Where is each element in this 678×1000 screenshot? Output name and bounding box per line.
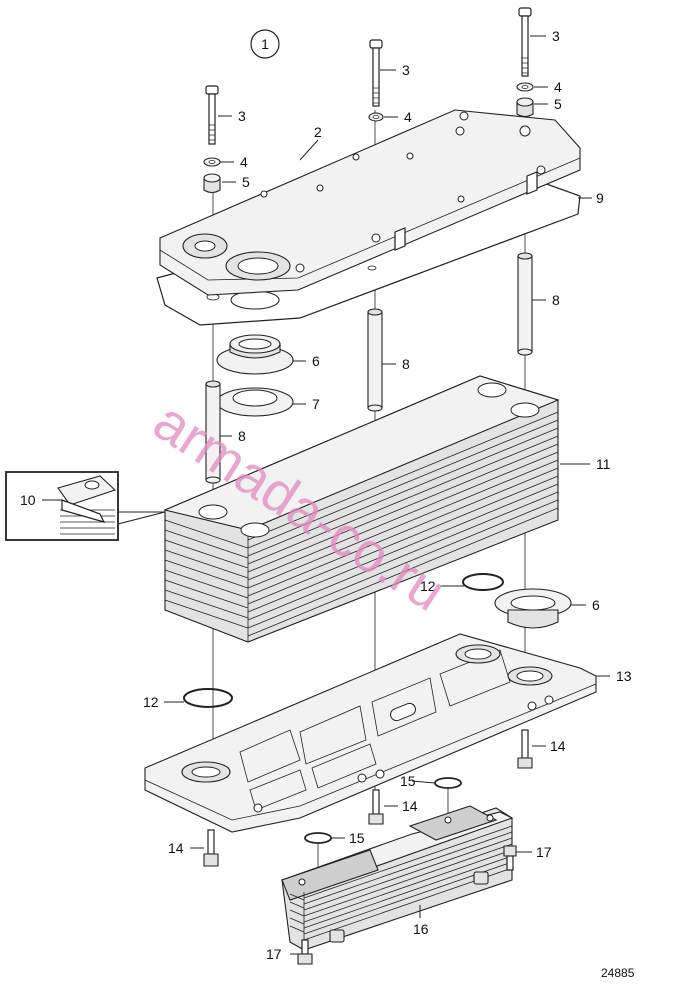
callout-17-right: 17 bbox=[536, 844, 552, 860]
tube-middle bbox=[367, 308, 383, 412]
callout-16: 16 bbox=[413, 921, 429, 937]
bolt-14-left bbox=[203, 829, 219, 867]
callout-14-middle: 14 bbox=[402, 798, 418, 814]
callout-5-right: 5 bbox=[554, 96, 562, 112]
callout-5-left: 5 bbox=[242, 174, 250, 190]
o-ring-12-left bbox=[183, 688, 233, 708]
spacer-right bbox=[516, 97, 534, 118]
callout-8-right: 8 bbox=[552, 292, 560, 308]
callout-14-left: 14 bbox=[168, 840, 184, 856]
callout-4-left: 4 bbox=[240, 154, 248, 170]
callout-4-middle: 4 bbox=[404, 109, 412, 125]
callout-12-right: 12 bbox=[420, 578, 436, 594]
callout-8-left: 8 bbox=[238, 428, 246, 444]
o-ring-7 bbox=[216, 387, 294, 417]
callout-10: 10 bbox=[20, 492, 36, 508]
callout-9: 9 bbox=[596, 190, 604, 206]
o-ring-15-lower bbox=[304, 832, 332, 844]
callout-6-lower: 6 bbox=[592, 597, 600, 613]
callout-4-right: 4 bbox=[554, 79, 562, 95]
callout-11: 11 bbox=[596, 456, 611, 472]
group-number-marker: 1 bbox=[250, 29, 280, 59]
callout-17-lower: 17 bbox=[266, 946, 282, 962]
top-cover-plate bbox=[159, 109, 581, 296]
bolt-14-right bbox=[517, 729, 533, 769]
bolt-14-middle bbox=[368, 789, 384, 825]
callout-labels: 2 3 3 3 4 4 4 5 5 6 6 7 8 8 8 9 10 11 12… bbox=[20, 28, 632, 962]
small-cooler bbox=[280, 805, 514, 951]
bolt-middle bbox=[369, 39, 383, 107]
callout-2: 2 bbox=[314, 124, 322, 140]
callout-3-left: 3 bbox=[238, 108, 246, 124]
callout-7: 7 bbox=[312, 396, 320, 412]
washer-left bbox=[203, 157, 221, 167]
tube-right bbox=[517, 252, 533, 356]
bolt-17-right bbox=[503, 845, 517, 871]
flange-seal-lower bbox=[494, 588, 572, 629]
flange-seal-upper bbox=[216, 334, 294, 375]
callout-3-right: 3 bbox=[552, 28, 560, 44]
tube-left bbox=[205, 380, 221, 484]
bolt-left bbox=[205, 85, 219, 145]
base-plate bbox=[144, 633, 597, 833]
callout-6-upper: 6 bbox=[312, 353, 320, 369]
callout-3-middle: 3 bbox=[402, 62, 410, 78]
group-number: 1 bbox=[261, 36, 269, 52]
callout-15-upper: 15 bbox=[400, 773, 416, 789]
washer-middle bbox=[368, 112, 384, 122]
bolt-17-lower bbox=[297, 939, 313, 965]
o-ring-15-upper bbox=[434, 777, 462, 789]
callout-8-middle: 8 bbox=[402, 356, 410, 372]
bolt-right bbox=[518, 7, 532, 77]
callout-15-lower: 15 bbox=[349, 830, 365, 846]
callout-14-right: 14 bbox=[550, 738, 566, 754]
washer-right bbox=[516, 82, 534, 92]
heat-exchanger-block bbox=[163, 375, 560, 643]
callout-12-left: 12 bbox=[143, 694, 159, 710]
callout-13: 13 bbox=[616, 668, 632, 684]
detail-inset bbox=[5, 471, 166, 541]
o-ring-12-right bbox=[462, 573, 504, 591]
leader-lines bbox=[42, 35, 610, 955]
spacer-left bbox=[203, 173, 221, 194]
drawing-number: 24885 bbox=[601, 966, 635, 980]
